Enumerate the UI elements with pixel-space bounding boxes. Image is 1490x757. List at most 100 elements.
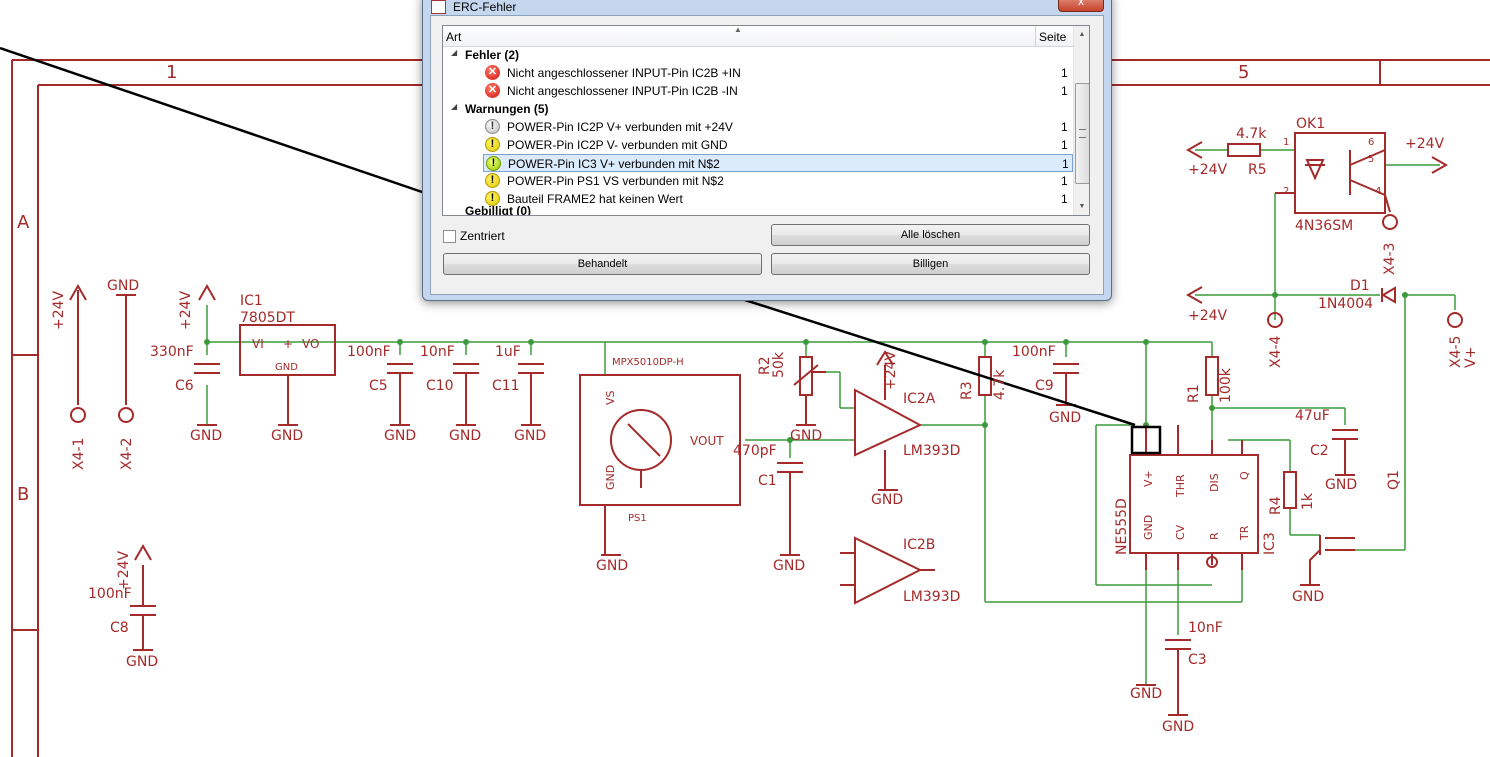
- c5-value: 100nF: [347, 344, 391, 360]
- close-button[interactable]: x: [1058, 0, 1104, 12]
- ic3-pin-vplus: V+: [1142, 470, 1155, 487]
- error-icon: ✕: [485, 83, 500, 98]
- ps1-pin-vs: VS: [604, 390, 617, 405]
- column-separator[interactable]: [1035, 26, 1036, 46]
- item-page: 1: [1062, 157, 1069, 171]
- gnd-label: GND: [1049, 410, 1081, 426]
- gnd-label: GND: [449, 428, 481, 444]
- c10-value: 10nF: [420, 344, 455, 360]
- c1-value: 470pF: [733, 443, 777, 459]
- item-page: 1: [1061, 174, 1068, 188]
- c8-label: C8: [110, 620, 129, 636]
- p24v-label: +24V: [178, 290, 194, 330]
- item-page: 1: [1061, 66, 1068, 80]
- scroll-up-icon[interactable]: ▲: [1078, 31, 1086, 38]
- item-text: POWER-Pin IC2P V- verbunden mit GND: [507, 138, 728, 152]
- ok1-value: 4N36SM: [1295, 218, 1353, 234]
- gnd-label: GND: [190, 428, 222, 444]
- alle-loeschen-button[interactable]: Alle löschen: [771, 224, 1090, 246]
- ic3-pin-r: R: [1208, 532, 1221, 540]
- item-page: 1: [1061, 192, 1068, 206]
- c11-label: C11: [492, 378, 520, 394]
- zentriert-label[interactable]: Zentriert: [460, 229, 505, 243]
- list-item-selected[interactable]: ! POWER-Pin IC3 V+ verbunden mit N$2 1: [483, 154, 1073, 172]
- ic1-vi: VI: [252, 337, 264, 351]
- column-header-art[interactable]: Art: [446, 30, 462, 44]
- warning-icon: !: [485, 137, 500, 152]
- item-text: Bauteil FRAME2 hat keinen Wert: [507, 192, 683, 206]
- r3-value: 4.7k: [992, 369, 1008, 400]
- scroll-down-icon[interactable]: ▼: [1078, 203, 1086, 210]
- vplus-label: V+: [1463, 347, 1479, 368]
- warning-icon: !: [485, 173, 500, 188]
- expand-caret-icon[interactable]: ◢: [451, 102, 458, 111]
- ps1-vout: VOUT: [690, 434, 724, 448]
- gnd-label: GND: [514, 428, 546, 444]
- ic2b-value: LM393D: [903, 589, 960, 605]
- zentriert-checkbox[interactable]: [443, 230, 456, 243]
- item-page: 1: [1061, 138, 1068, 152]
- r5-label: R5: [1248, 162, 1267, 178]
- behandelt-button[interactable]: Behandelt: [443, 253, 762, 275]
- list-item[interactable]: ! Bauteil FRAME2 hat keinen Wert 1: [443, 190, 1073, 208]
- ps1-label: PS1: [628, 513, 647, 524]
- p24v-label: +24V: [1405, 136, 1445, 152]
- r2-label: R2: [757, 356, 773, 375]
- item-text: Nicht angeschlossener INPUT-Pin IC2B -IN: [507, 84, 738, 98]
- c2-value: 47uF: [1295, 408, 1330, 424]
- list-item[interactable]: ! POWER-Pin IC2P V+ verbunden mit +24V 1: [443, 118, 1073, 136]
- ic2a-label: IC2A: [903, 391, 936, 407]
- ic3-pin-gnd: GND: [1142, 515, 1155, 540]
- group-warnungen[interactable]: ◢ Warnungen (5): [443, 100, 1073, 118]
- scrollbar-thumb[interactable]: [1075, 83, 1089, 184]
- c1-label: C1: [758, 473, 777, 489]
- gnd-label: GND: [1325, 477, 1357, 493]
- c3-label: C3: [1188, 652, 1207, 668]
- group-fehler[interactable]: ◢ Fehler (2): [443, 46, 1073, 64]
- gnd-label: GND: [596, 558, 628, 574]
- item-text: POWER-Pin PS1 VS verbunden mit N$2: [507, 174, 724, 188]
- ok1-pin-4: 4: [1375, 186, 1381, 197]
- vertical-scrollbar[interactable]: ▲ ▼: [1073, 26, 1089, 215]
- group-label: Warnungen (5): [465, 102, 549, 116]
- r1-value: 100k: [1218, 367, 1234, 403]
- erc-list[interactable]: Art ▲ Seite ◢ Fehler (2) ✕ Nicht angesch…: [442, 25, 1090, 216]
- expand-caret-icon[interactable]: ◢: [451, 48, 458, 57]
- item-text: POWER-Pin IC3 V+ verbunden mit N$2: [508, 157, 720, 171]
- list-item[interactable]: ✕ Nicht angeschlossener INPUT-Pin IC2B +…: [443, 64, 1073, 82]
- ic3-pin-dis: DIS: [1208, 473, 1221, 492]
- info-gray-icon: !: [485, 119, 500, 134]
- ic3-value: NE555D: [1114, 498, 1130, 555]
- c9-label: C9: [1035, 378, 1054, 394]
- ic1-gnd-pin: GND: [275, 362, 298, 373]
- item-page: 1: [1061, 120, 1068, 134]
- c10-label: C10: [426, 378, 454, 394]
- c5-label: C5: [369, 378, 388, 394]
- gnd-label: GND: [773, 558, 805, 574]
- ic3-pin-tr: TR: [1238, 525, 1251, 541]
- group-gebilligt-partial[interactable]: Gebilligt (0): [465, 204, 531, 215]
- list-item[interactable]: ! POWER-Pin PS1 VS verbunden mit N$2 1: [443, 172, 1073, 190]
- list-item[interactable]: ! POWER-Pin IC2P V- verbunden mit GND 1: [443, 136, 1073, 154]
- p24v-label: +24V: [51, 290, 67, 330]
- column-header-seite[interactable]: Seite: [1039, 30, 1067, 44]
- list-item[interactable]: ✕ Nicht angeschlossener INPUT-Pin IC2B -…: [443, 82, 1073, 100]
- ok1-pin-2: 2: [1283, 186, 1289, 197]
- x4-1-label: X4-1: [71, 438, 87, 470]
- p24v-label: +24V: [116, 550, 132, 590]
- ps1-pin-gnd: GND: [604, 465, 617, 490]
- gnd-label: GND: [1292, 589, 1324, 605]
- gnd-label: GND: [271, 428, 303, 444]
- x4-5-label: X4-5: [1448, 336, 1464, 368]
- erc-dialog: ERC-Fehler x Art ▲ Seite ◢ Fehler (2) ✕ …: [422, 0, 1112, 301]
- r1-label: R1: [1186, 384, 1202, 403]
- ok1-label: OK1: [1296, 116, 1325, 132]
- gnd-label: GND: [790, 428, 822, 444]
- warning-icon: !: [485, 191, 500, 206]
- frame-row-b: B: [17, 484, 29, 505]
- r4-label: R4: [1268, 496, 1284, 515]
- billigen-button[interactable]: Billigen: [771, 253, 1090, 275]
- dialog-titlebar[interactable]: ERC-Fehler x: [423, 0, 1111, 15]
- c6-value: 330nF: [150, 344, 194, 360]
